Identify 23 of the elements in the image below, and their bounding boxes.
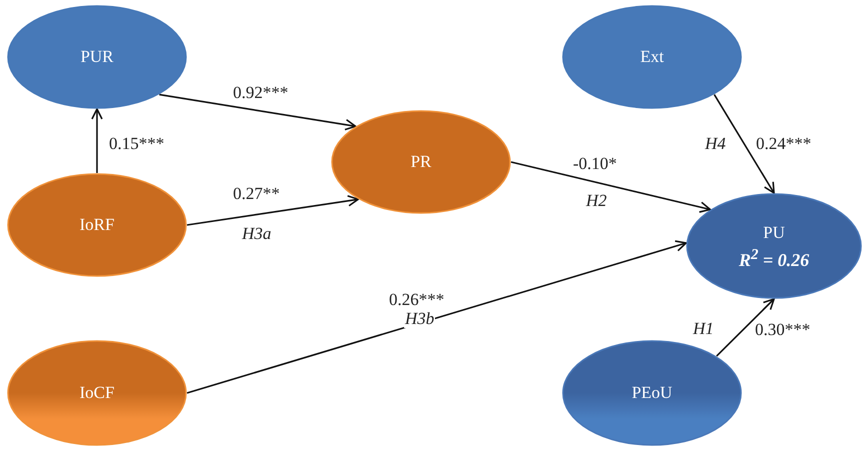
construct-name: IoCF xyxy=(80,382,114,404)
path-arrow xyxy=(510,161,711,213)
path-arrow xyxy=(714,94,775,194)
construct-name: PR xyxy=(410,151,432,173)
path-arrow xyxy=(91,108,103,173)
path-arrow xyxy=(186,195,359,226)
path-arrow xyxy=(159,94,356,130)
construct-name: Ext xyxy=(640,46,664,68)
r-squared-value: R$^{2}$ = 0.26 xyxy=(738,246,810,270)
construct-ellipse xyxy=(562,340,742,446)
construct-ellipse xyxy=(562,5,742,109)
construct-name: PUR xyxy=(80,46,114,68)
hypothesis-label: H3b xyxy=(404,310,436,328)
construct-ellipse xyxy=(7,340,187,446)
construct-name: IoRF xyxy=(80,214,114,236)
path-arrow xyxy=(716,298,775,357)
construct-ellipse xyxy=(331,110,511,214)
construct-ellipse xyxy=(7,173,187,277)
construct-name: PU xyxy=(763,222,785,244)
construct-ellipse xyxy=(7,5,187,109)
path-arrow xyxy=(186,240,687,394)
construct-ellipse xyxy=(686,193,862,299)
construct-name: PEoU xyxy=(632,382,672,404)
